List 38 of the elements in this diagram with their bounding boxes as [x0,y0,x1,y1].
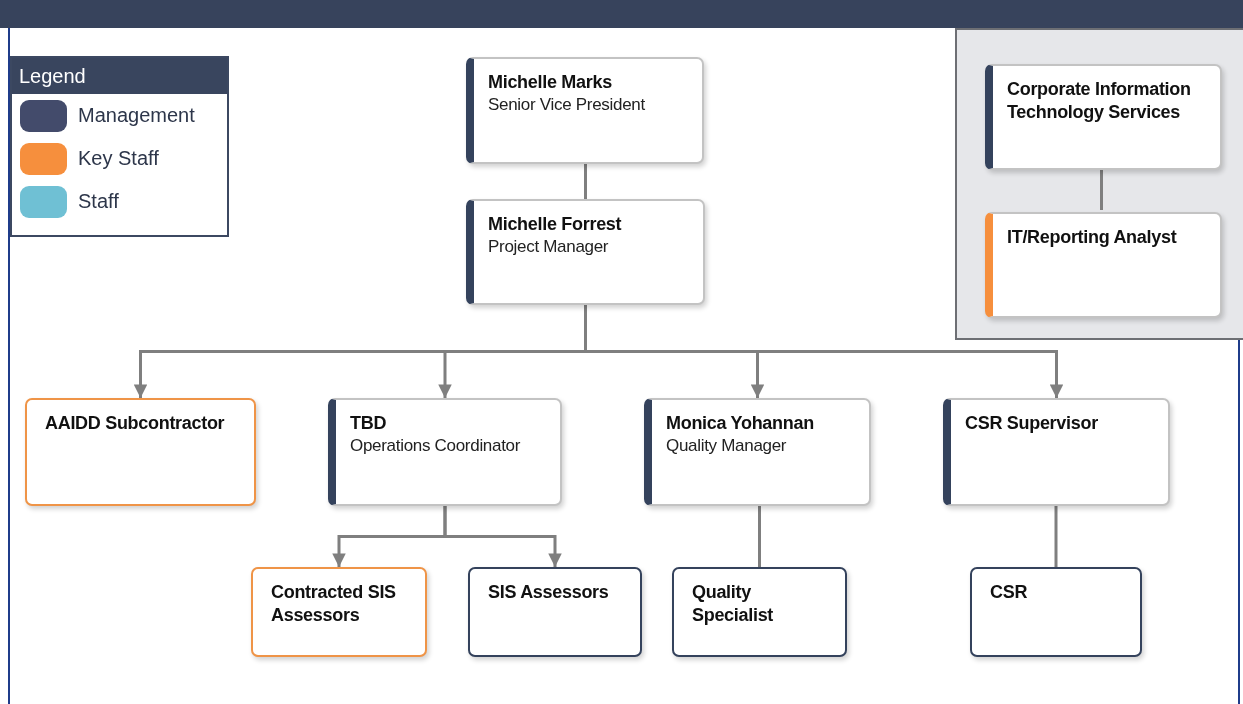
org-chart-box [251,567,427,657]
role-title: Operations Coordinator [350,435,522,458]
org-chart-box [672,567,847,657]
org-chart-box [466,199,705,305]
connector-line [1054,506,1058,567]
connector-line [1100,168,1103,210]
box-heading: SIS Assessors [488,581,610,604]
box-heading: CSR Supervisor [965,412,1099,435]
box-heading: Michelle Marks [488,71,613,94]
box-heading: Monica Yohannan [666,412,815,435]
connector-line [584,164,587,199]
org-chart-box [970,567,1142,657]
connector-line [758,506,761,567]
org-chart-box [985,212,1222,318]
box-heading: CSR [990,581,1029,604]
role-title: Project Manager [488,236,610,259]
box-heading: IT/Reporting Analyst [1007,226,1178,249]
org-chart-box [985,64,1222,170]
box-heading: Quality Specialist [692,581,775,628]
box-heading: AAIDD Subcontractor [45,412,226,435]
box-heading: Corporate Information Technology Services [1007,78,1192,125]
org-chart-box [943,398,1170,506]
role-title: Quality Manager [666,435,788,458]
org-chart-box [328,398,562,506]
legend-heading: Legend [12,58,227,94]
box-heading: TBD [350,412,388,435]
legend-label: Key Staff [78,147,159,170]
box-heading: Contracted SIS Assessors [271,581,397,628]
connector-arrow [443,506,562,567]
legend-label: Staff [78,190,119,213]
org-chart-box [468,567,642,657]
panel-background [955,28,1243,340]
org-chart-box [644,398,871,506]
box-heading: Michelle Forrest [488,213,623,236]
legend-label: Management [78,104,195,127]
org-chart-box [466,57,704,164]
role-title: Senior Vice President [488,94,646,117]
org-chart-box [25,398,256,506]
